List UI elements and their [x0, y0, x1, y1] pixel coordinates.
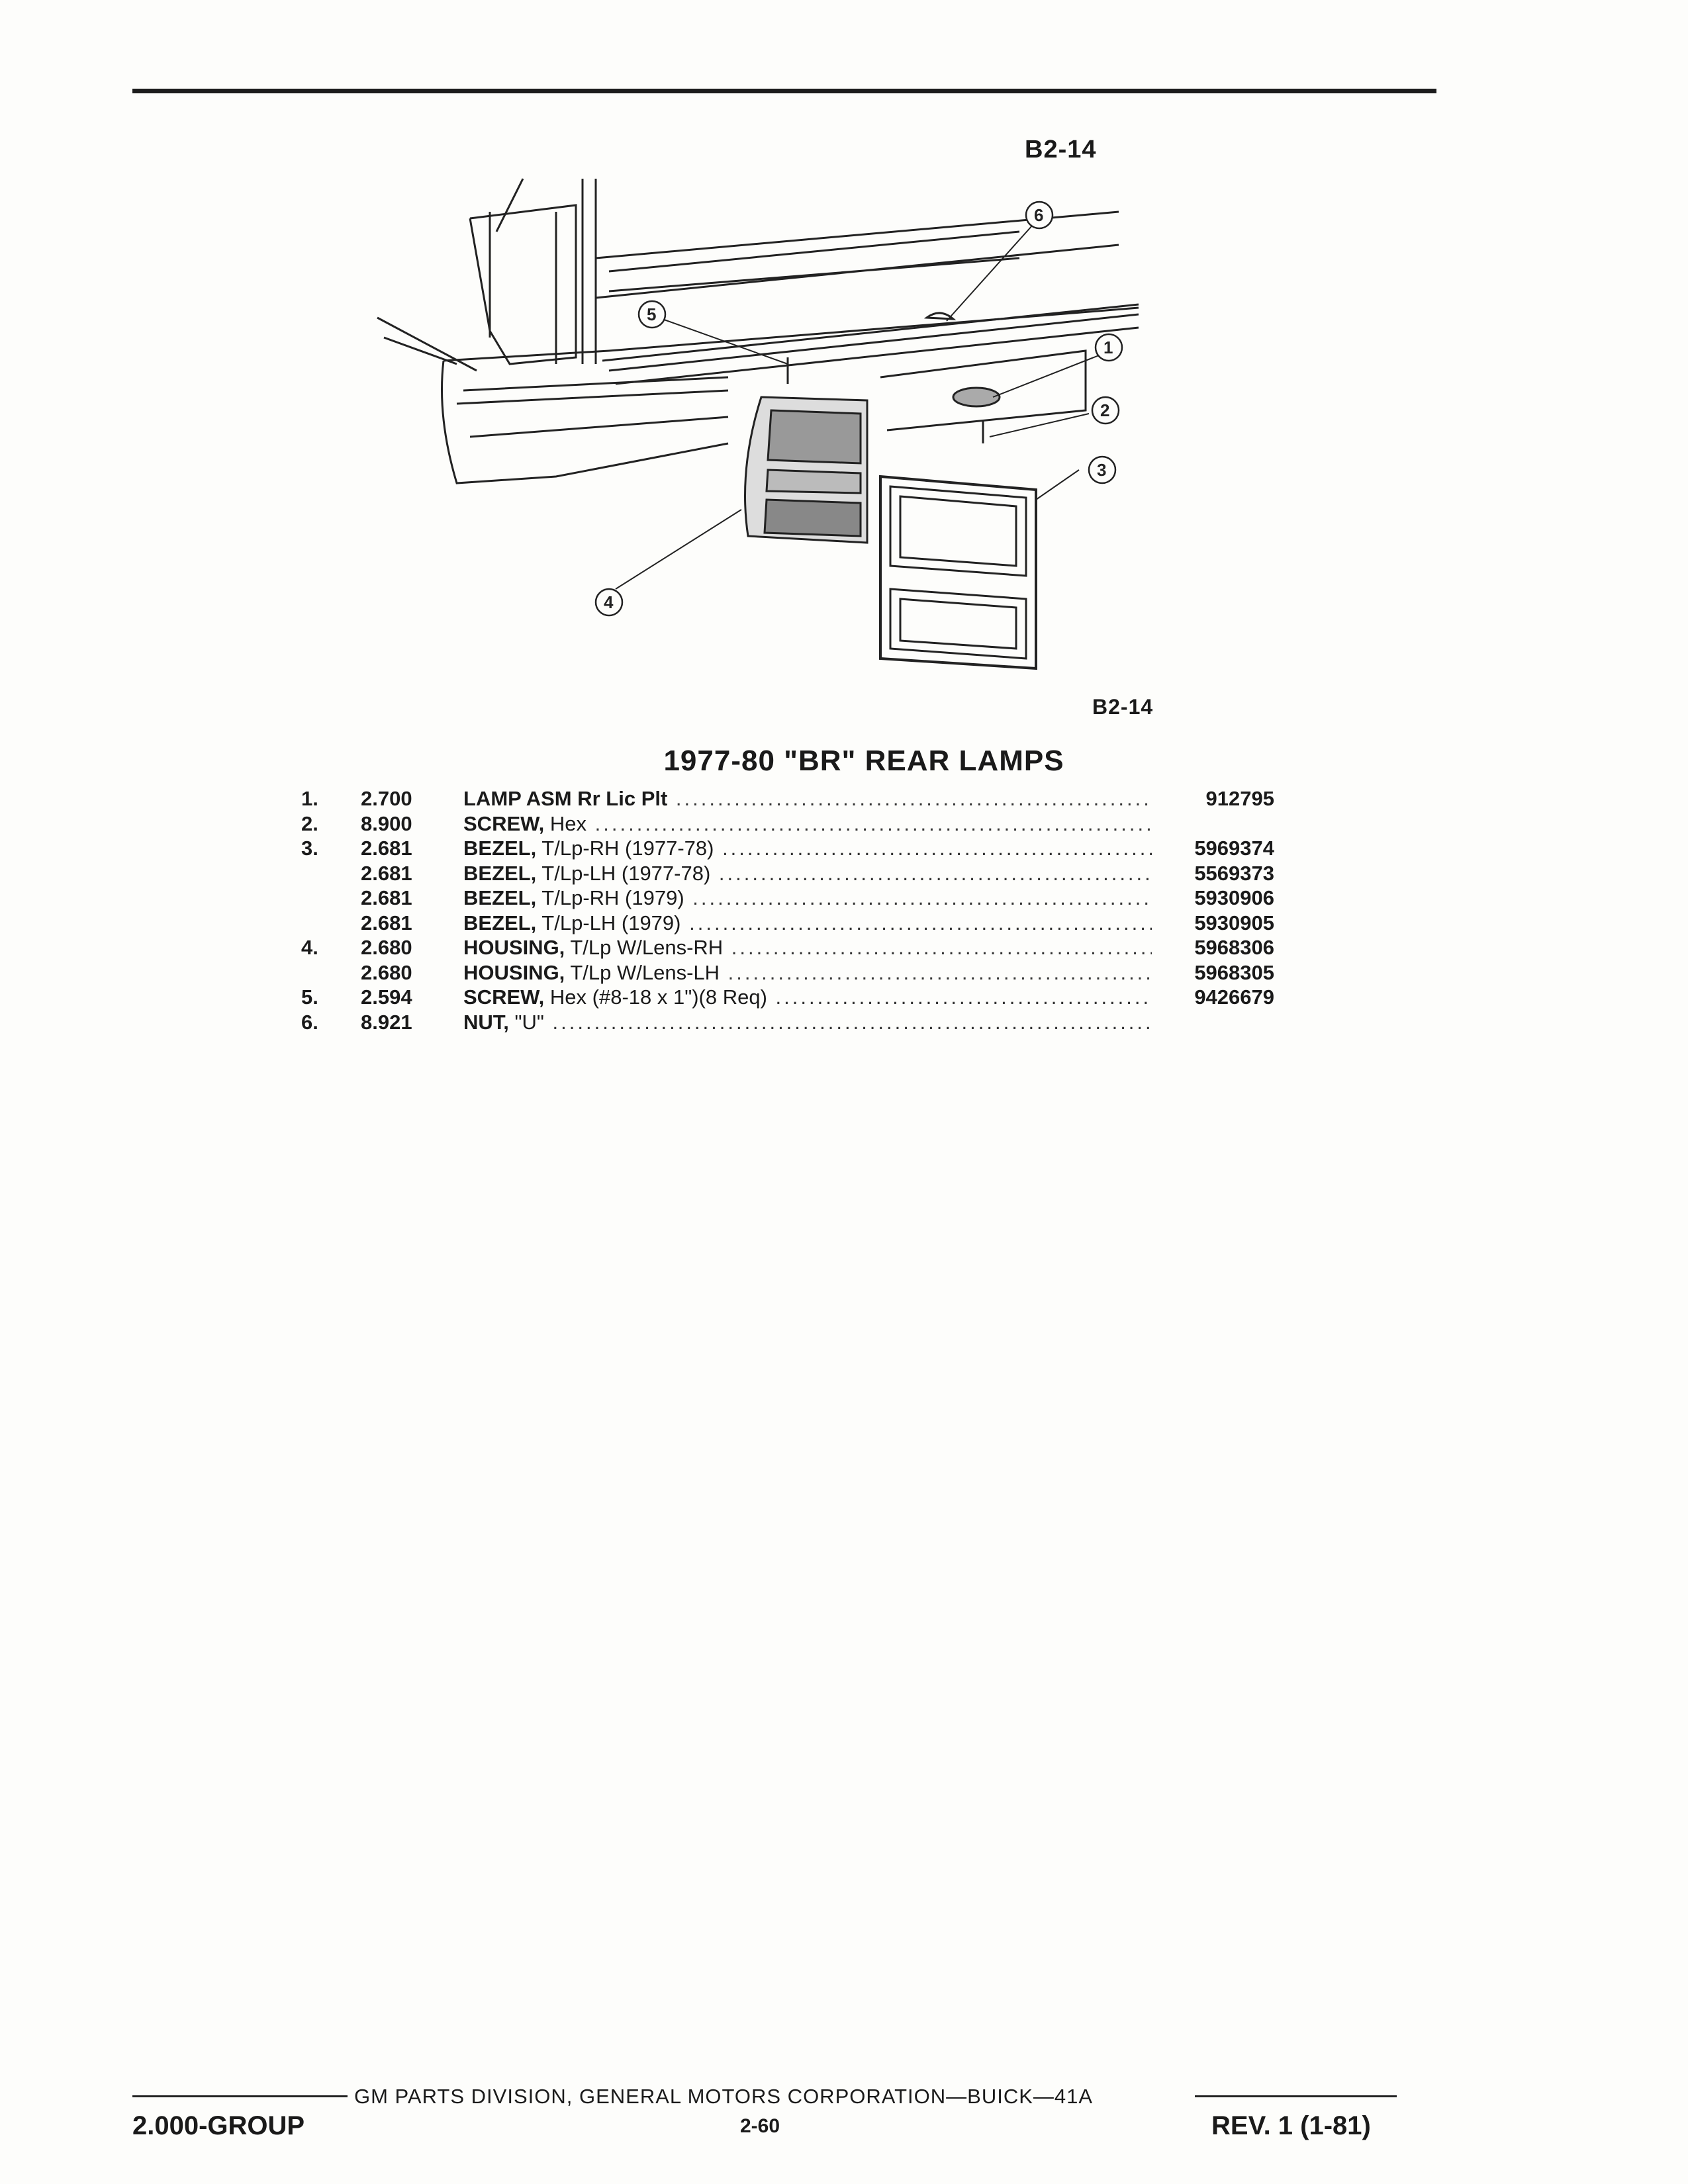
- group-number: 8.900: [361, 811, 412, 835]
- part-description: SCREW, Hex (#8-18 x 1")(8 Req) .........…: [463, 985, 1152, 1010]
- part-detail: T/Lp W/Lens-RH: [565, 936, 724, 959]
- parts-row: 1. 2.700 LAMP ASM Rr Lic Plt .............…: [301, 786, 1274, 811]
- page-number: 2-60: [740, 2115, 780, 2137]
- leader-dots: ........................................…: [727, 960, 1152, 984]
- parts-row: 3. 2.681 BEZEL, T/Lp-RH (1977-78) ........…: [301, 836, 1274, 861]
- callout-6: 6: [1034, 205, 1043, 225]
- parts-row: 5. 2.594 SCREW, Hex (#8-18 x 1")(8 Req) ..…: [301, 985, 1274, 1010]
- part-description: BEZEL, T/Lp-LH (1979) ..................…: [463, 911, 1152, 936]
- item-number: 3.: [301, 837, 318, 860]
- leader-dots: ........................................…: [722, 837, 1152, 860]
- item-number: 1.: [301, 787, 318, 810]
- part-description: BEZEL, T/Lp-LH (1977-78) ...............…: [463, 861, 1152, 886]
- part-number: 5569373: [1194, 861, 1274, 885]
- car-body: [377, 178, 1139, 484]
- part-description: NUT, "U" ...............................…: [463, 1010, 1152, 1035]
- part-detail: "U": [508, 1010, 544, 1034]
- figure-label-top: B2-14: [1025, 136, 1097, 163]
- part-detail: T/Lp W/Lens-LH: [565, 960, 720, 984]
- footer-rule-right: [1195, 2095, 1397, 2097]
- group-number: 2.680: [361, 960, 412, 984]
- part-description: BEZEL, T/Lp-RH (1979) ..................…: [463, 886, 1152, 911]
- section-title: 1977-80 "BR" REAR LAMPS: [663, 745, 1064, 777]
- footer-revision: REV. 1 (1-81): [1211, 2111, 1371, 2140]
- part-description: HOUSING, T/Lp W/Lens-LH ................…: [463, 960, 1152, 985]
- top-rule: [132, 89, 1436, 93]
- callout-1: 1: [1103, 338, 1113, 357]
- part-detail: T/Lp-RH (1977-78): [536, 837, 714, 860]
- leader-dots: ........................................…: [718, 861, 1152, 885]
- group-number: 2.681: [361, 886, 412, 909]
- part-name: LAMP ASM Rr Lic Plt: [463, 787, 668, 810]
- item-number: 2.: [301, 811, 318, 835]
- parts-list: 1. 2.700 LAMP ASM Rr Lic Plt .............…: [301, 786, 1274, 1034]
- leader-dots: ........................................…: [731, 936, 1152, 959]
- part-number: 912795: [1205, 787, 1274, 810]
- leader-dots: ........................................…: [689, 911, 1152, 934]
- part-number: 5969374: [1194, 837, 1274, 860]
- group-number: 2.680: [361, 936, 412, 959]
- callout-5: 5: [647, 304, 656, 324]
- part-name: BEZEL,: [463, 886, 537, 909]
- part-detail: Hex (#8-18 x 1")(8 Req): [544, 985, 767, 1009]
- part-number: 5968305: [1194, 960, 1274, 984]
- part-name: HOUSING,: [463, 960, 565, 984]
- part-description: HOUSING, T/Lp W/Lens-RH ................…: [463, 935, 1152, 960]
- part-detail: T/Lp-RH (1979): [536, 886, 684, 909]
- part-detail: T/Lp-LH (1977-78): [536, 861, 711, 885]
- tail-lamp-housing: [744, 396, 868, 544]
- parts-row: 4. 2.680 HOUSING, T/Lp W/Lens-RH .........…: [301, 935, 1274, 960]
- footer-publisher: GM PARTS DIVISION, GENERAL MOTORS CORPOR…: [354, 2085, 1094, 2108]
- part-name: SCREW,: [463, 811, 545, 835]
- group-number: 2.681: [361, 861, 412, 885]
- parts-row: 2.681 BEZEL, T/Lp-RH (1979) .............…: [301, 886, 1274, 911]
- part-number: 5930906: [1194, 886, 1274, 909]
- leader-dots: ........................................…: [775, 985, 1152, 1009]
- part-description: LAMP ASM Rr Lic Plt ....................…: [463, 786, 1152, 811]
- footer-group: 2.000-GROUP: [132, 2111, 305, 2140]
- parts-row: 2.680 HOUSING, T/Lp W/Lens-LH ...........…: [301, 960, 1274, 985]
- parts-row: 6. 8.921 NUT, "U" ........................…: [301, 1010, 1274, 1035]
- callout-4: 4: [604, 592, 614, 612]
- parts-row: 2. 8.900 SCREW, Hex ......................…: [301, 811, 1274, 837]
- part-name: BEZEL,: [463, 911, 537, 934]
- leader-dots: ........................................…: [675, 787, 1152, 810]
- group-number: 2.681: [361, 837, 412, 860]
- group-number: 8.921: [361, 1010, 412, 1034]
- part-name: NUT,: [463, 1010, 509, 1034]
- part-name: BEZEL,: [463, 837, 537, 860]
- callout-2: 2: [1100, 400, 1109, 420]
- tail-lamp-bezel: [879, 475, 1037, 670]
- leader-dots: ........................................…: [594, 811, 1152, 835]
- rear-lamps-illustration: 6 1 2 3 5 4: [377, 178, 1139, 670]
- parts-row: 2.681 BEZEL, T/Lp-LH (1977-78) ..........…: [301, 861, 1274, 886]
- part-number: 5930905: [1194, 911, 1274, 934]
- figure-label-bottom: B2-14: [1092, 695, 1154, 719]
- group-number: 2.594: [361, 985, 412, 1009]
- part-name: HOUSING,: [463, 936, 565, 959]
- part-detail: T/Lp-LH (1979): [536, 911, 681, 934]
- item-number: 5.: [301, 985, 318, 1009]
- leader-dots: ........................................…: [552, 1010, 1152, 1034]
- part-description: BEZEL, T/Lp-RH (1977-78) ...............…: [463, 836, 1152, 861]
- part-description: SCREW, Hex .............................…: [463, 811, 1152, 837]
- group-number: 2.681: [361, 911, 412, 934]
- callout-3: 3: [1097, 460, 1106, 480]
- leader-dots: ........................................…: [692, 886, 1152, 909]
- parts-row: 2.681 BEZEL, T/Lp-LH (1979) .............…: [301, 911, 1274, 936]
- part-detail: Hex: [544, 811, 587, 835]
- part-name: SCREW,: [463, 985, 545, 1009]
- item-number: 4.: [301, 936, 318, 959]
- part-number: 9426679: [1194, 985, 1274, 1009]
- group-number: 2.700: [361, 787, 412, 810]
- part-name: BEZEL,: [463, 861, 537, 885]
- item-number: 6.: [301, 1010, 318, 1034]
- part-number: 5968306: [1194, 936, 1274, 959]
- footer-rule-left: [132, 2095, 348, 2097]
